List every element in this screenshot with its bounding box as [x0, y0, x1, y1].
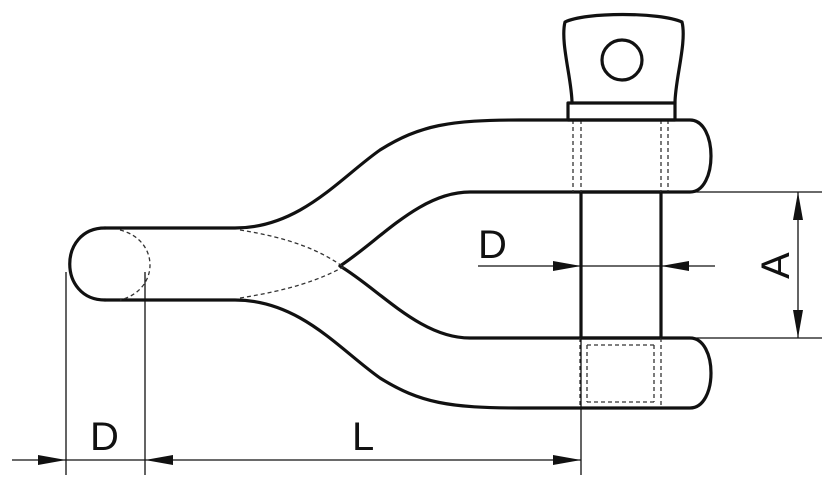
- crossover-hidden-lower: [239, 265, 346, 299]
- dimension-pin-diameter: D: [478, 223, 715, 271]
- jaw-gap-label: A: [754, 252, 798, 279]
- pin-diameter-label: D: [478, 223, 507, 267]
- eye-diameter-arrow-left: [38, 455, 66, 465]
- pin-shank: [579, 190, 663, 340]
- shackle-body: [68, 118, 713, 410]
- pin-diameter-arrow-left: [553, 261, 581, 271]
- length-arrow-right: [553, 455, 581, 465]
- upper-outer-contour: [103, 118, 713, 268]
- dimension-bottom: D L: [12, 272, 582, 475]
- jaw-gap-arrow-top: [793, 192, 803, 220]
- eye-diameter-label: D: [90, 415, 119, 459]
- eye-nose-contour: [68, 226, 107, 302]
- pin-head-hole: [600, 38, 644, 82]
- pin-head-tab: [562, 12, 685, 105]
- lower-outer-contour: [103, 264, 713, 410]
- jaw-gap-arrow-bottom: [793, 310, 803, 338]
- pin-diameter-arrow-right: [661, 261, 689, 271]
- length-label: L: [352, 415, 374, 459]
- crossover-hidden-upper: [239, 229, 346, 269]
- eye-diameter-arrow-right: [145, 455, 173, 465]
- dimension-jaw-gap: A: [661, 191, 822, 339]
- pin: [562, 12, 685, 408]
- eye-hidden-section: [119, 229, 151, 301]
- pin-collar: [566, 101, 677, 122]
